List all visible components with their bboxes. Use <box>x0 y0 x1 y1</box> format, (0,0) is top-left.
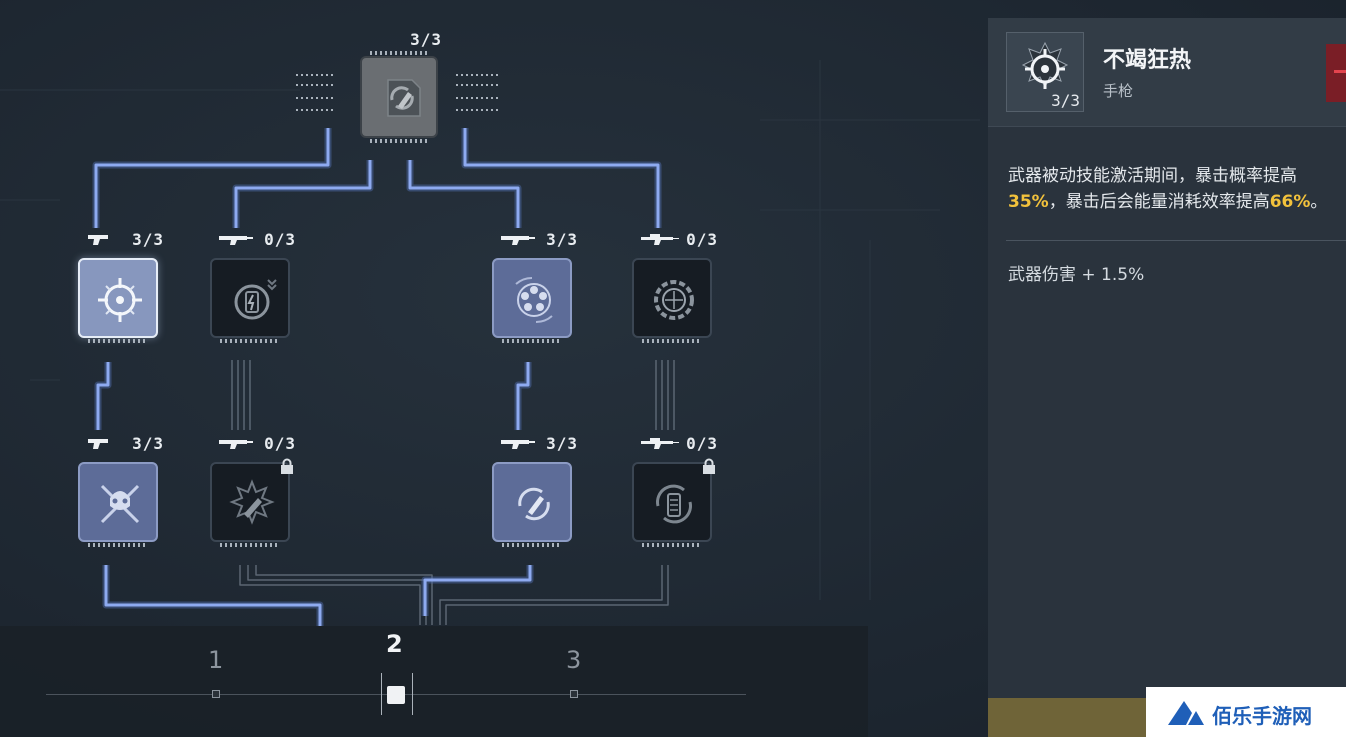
skill-node-l1d[interactable]: 0/3 <box>632 230 717 343</box>
node-count: 0/3 <box>686 230 718 249</box>
rifle-icon <box>219 440 253 449</box>
chip-l2d <box>632 462 712 547</box>
skill-description: 武器被动技能激活期间，暴击概率提高 35%，暴击后会能量消耗效率提高66%。 <box>1008 163 1346 215</box>
chip-l2c <box>492 462 572 547</box>
chip-l1c <box>492 258 572 343</box>
pistol-icon <box>88 439 108 449</box>
desc-text-3: 。 <box>1310 192 1328 212</box>
chip-l1a <box>78 258 158 343</box>
skill-name: 不竭狂热 <box>1103 48 1192 73</box>
skill-node-l1b[interactable]: 0/3 <box>210 230 295 343</box>
crosshair-icon <box>98 278 142 322</box>
skill-icon-box: 3/3 <box>1006 32 1084 112</box>
skill-node-l2a[interactable]: 3/3 <box>78 434 163 547</box>
skill-weapon-type: 手枪 <box>1103 82 1134 100</box>
skill-detail-header: 3/3 不竭狂热 手枪 <box>988 18 1346 127</box>
sniper-icon <box>641 438 679 449</box>
battery-shield-icon <box>234 279 277 320</box>
sniper-icon <box>641 234 679 245</box>
tier-label-1[interactable]: 1 <box>208 646 224 674</box>
magazine-reload-icon <box>656 484 692 524</box>
node-count: 3/3 <box>132 434 164 453</box>
tier-label-3[interactable]: 3 <box>566 646 582 674</box>
pistol-icon <box>88 235 108 245</box>
tier-label-2[interactable]: 2 <box>386 630 403 658</box>
bullet-cycle-icon <box>518 487 550 521</box>
node-count: 0/3 <box>264 230 296 249</box>
watermark-logo-icon <box>1168 701 1204 725</box>
lock-icon <box>281 458 293 474</box>
desc-highlight-efficiency: 66% <box>1269 192 1311 212</box>
skill-node-l1c[interactable]: 3/3 <box>492 230 577 343</box>
rifle-icon <box>219 236 253 245</box>
skill-node-l2b[interactable]: 0/3 <box>210 434 295 547</box>
node-count: 3/3 <box>410 30 442 49</box>
crosshair-icon <box>1021 41 1069 89</box>
desc-highlight-crit: 35% <box>1008 192 1049 212</box>
skill-level-count: 3/3 <box>1051 91 1080 110</box>
tier-selector <box>0 626 868 737</box>
skill-detail-panel: 3/3 不竭狂热 手枪 武器被动技能激活期间，暴击概率提高 35%，暴击后会能量… <box>988 18 1346 737</box>
rifle-icon <box>501 440 535 449</box>
watermark: 佰乐手游网 <box>1146 687 1346 737</box>
crossed-skull-icon <box>100 484 140 524</box>
node-count: 0/3 <box>686 434 718 453</box>
rifle-icon <box>501 236 535 245</box>
scope-gear-icon <box>654 280 694 320</box>
node-count: 3/3 <box>132 230 164 249</box>
chip-root <box>360 51 438 143</box>
skill-node-l1a[interactable]: 3/3 <box>78 230 163 343</box>
node-count: 3/3 <box>546 434 578 453</box>
skill-node-root[interactable]: 3/3 <box>360 30 441 143</box>
tier-tick-1[interactable] <box>212 690 220 698</box>
chip-l1b <box>210 258 290 343</box>
revolver-cylinder-icon <box>515 276 553 324</box>
burst-bullet-icon <box>229 479 275 525</box>
bullet-reload-icon <box>387 79 421 117</box>
chip-l2b <box>210 462 290 547</box>
lock-icon <box>703 458 715 474</box>
close-tab-button[interactable] <box>1326 44 1346 102</box>
tier-tick-3[interactable] <box>570 690 578 698</box>
node-count: 3/3 <box>546 230 578 249</box>
chip-l1d <box>632 258 712 343</box>
skill-stat: 武器伤害 + 1.5% <box>1008 265 1145 285</box>
tier-handle-frame <box>381 673 413 715</box>
skill-node-l2d[interactable]: 0/3 <box>632 434 717 547</box>
watermark-text: 佰乐手游网 <box>1212 704 1312 728</box>
divider <box>1006 240 1346 241</box>
skill-node-l2c[interactable]: 3/3 <box>492 434 577 547</box>
node-count: 0/3 <box>264 434 296 453</box>
desc-text-1: 武器被动技能激活期间，暴击概率提高 <box>1008 166 1297 186</box>
tier-handle[interactable] <box>387 686 405 704</box>
desc-text-2: ，暴击后会能量消耗效率提高 <box>1048 192 1270 212</box>
chip-l2a <box>78 462 158 547</box>
